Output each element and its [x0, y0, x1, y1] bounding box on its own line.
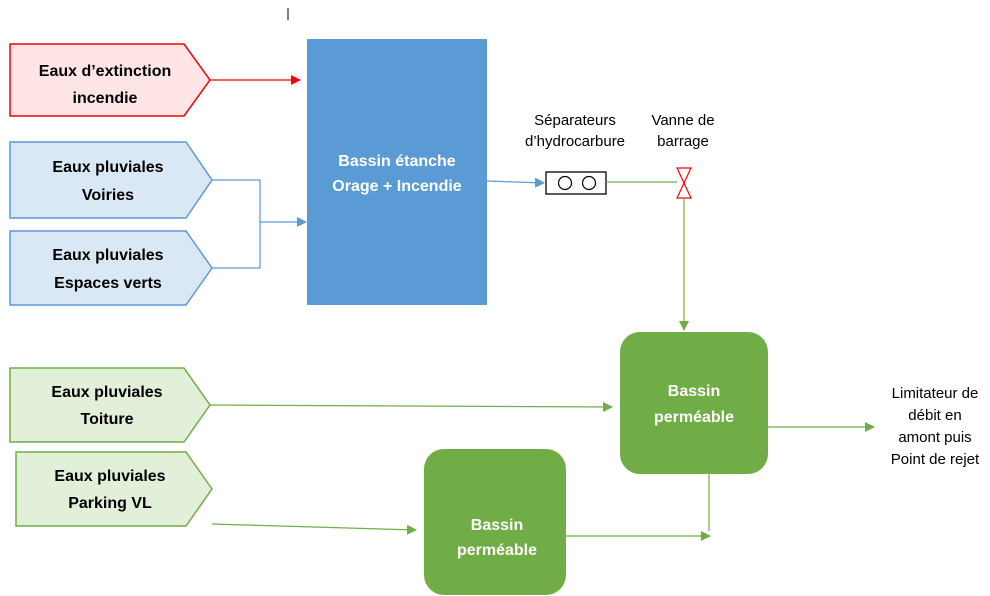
source-parking-line1: Eaux pluviales [54, 468, 165, 485]
source-extinction-incendie: Eaux d’extinction incendie [9, 43, 211, 117]
basin-permeable-parking-line1: Bassin [471, 517, 523, 534]
arrow-parking-to-permeable [211, 523, 417, 535]
separateurs-label-line1: Séparateurs [534, 112, 616, 129]
source-pluviales-toiture: Eaux pluviales Toiture [9, 367, 211, 443]
source-voiries-line2: Voiries [82, 187, 134, 204]
basin-permeable-main: Bassin perméable [620, 332, 768, 474]
arrow-toiture-to-permeable [209, 401, 613, 412]
source-voiries-line1: Eaux pluviales [52, 159, 163, 176]
source-pluviales-parking: Eaux pluviales Parking VL [15, 451, 213, 527]
basin-etanche-line2: Orage + Incendie [332, 178, 461, 195]
source-toiture-line1: Eaux pluviales [51, 384, 162, 401]
source-extinction-line1: Eaux d’extinction [39, 63, 171, 80]
valve-icon [676, 167, 692, 199]
connector-espaces [212, 222, 261, 269]
basin-permeable-main-line2: perméable [654, 409, 734, 426]
source-espaces-line1: Eaux pluviales [52, 247, 163, 264]
source-pluviales-voiries: Eaux pluviales Voiries [9, 141, 213, 219]
outlet-label-line3: amont puis [898, 429, 971, 446]
connector-voiries [212, 179, 261, 222]
basin-permeable-parking-line2: perméable [457, 542, 537, 559]
basin-etanche-line1: Bassin étanche [338, 153, 455, 170]
outlet-label-line1: Limitateur de [892, 385, 979, 402]
source-extinction-line2: incendie [73, 90, 138, 107]
oil-separator-icon [545, 171, 607, 195]
basin-permeable-main-line1: Bassin [668, 383, 720, 400]
source-pluviales-espaces-verts: Eaux pluviales Espaces verts [9, 230, 213, 306]
arrow-etanche-to-separateur [486, 177, 545, 188]
outlet-label-line2: débit en [908, 407, 961, 424]
vanne-label-line1: Vanne de [651, 112, 714, 129]
basin-etanche: Bassin étanche Orage + Incendie [307, 39, 487, 305]
source-parking-line2: Parking VL [68, 495, 152, 512]
basin-permeable-parking: Bassin perméable [424, 449, 566, 595]
source-espaces-line2: Espaces verts [54, 275, 162, 292]
vanne-label-line2: barrage [657, 133, 709, 150]
separateurs-label-line2: d’hydrocarbure [525, 133, 625, 150]
outlet-label-line4: Point de rejet [891, 451, 980, 468]
source-toiture-line2: Toiture [80, 411, 133, 428]
